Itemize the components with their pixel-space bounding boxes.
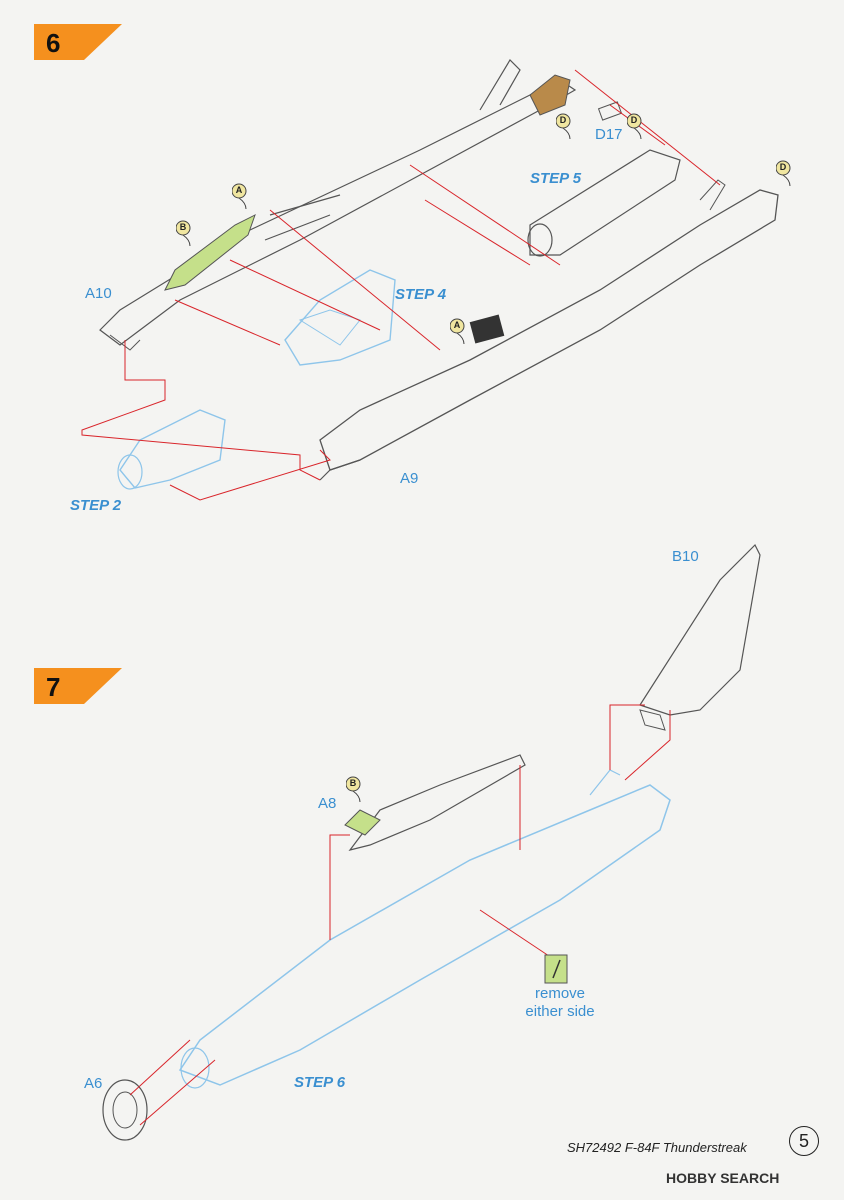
- remove-note-line1: remove: [534, 985, 586, 1002]
- step6-assembly-drawing: [81, 59, 779, 501]
- step-ref-step5: STEP 5: [530, 170, 582, 187]
- part-label-a6: A6: [84, 1075, 103, 1092]
- callout-marker-b: B: [176, 220, 194, 246]
- remove-note-line2: either side: [525, 1003, 595, 1020]
- part-label-d17: D17: [595, 126, 623, 143]
- part-label-a9: A9: [400, 470, 419, 487]
- part-label-b10: B10: [672, 548, 699, 565]
- step-ref-step6: STEP 6: [294, 1074, 346, 1091]
- step-ref-step2: STEP 2: [70, 497, 122, 514]
- step-6-number: 6: [46, 28, 61, 58]
- callout-marker-b: B: [346, 776, 364, 802]
- callout-marker-d: D: [776, 160, 794, 186]
- part-label-a10: A10: [85, 285, 112, 302]
- callout-marker-a: A: [450, 318, 468, 344]
- remove-either-side-note: remove either side: [512, 985, 608, 1021]
- callout-marker-d: D: [627, 113, 645, 139]
- callout-marker-d: D: [556, 113, 574, 139]
- step-7-number: 7: [46, 672, 61, 702]
- callout-marker-a: A: [232, 183, 250, 209]
- step-ref-step4: STEP 4: [395, 286, 447, 303]
- part-label-a8: A8: [318, 795, 337, 812]
- step-6-badge: 6: [34, 24, 124, 64]
- page-number: 5: [789, 1126, 819, 1156]
- watermark: HOBBY SEARCH: [666, 1170, 780, 1186]
- product-footer: SH72492 F-84F Thunderstreak: [567, 1140, 747, 1155]
- step7-assembly-drawing: [102, 543, 761, 1141]
- step-7-badge: 7: [34, 668, 124, 708]
